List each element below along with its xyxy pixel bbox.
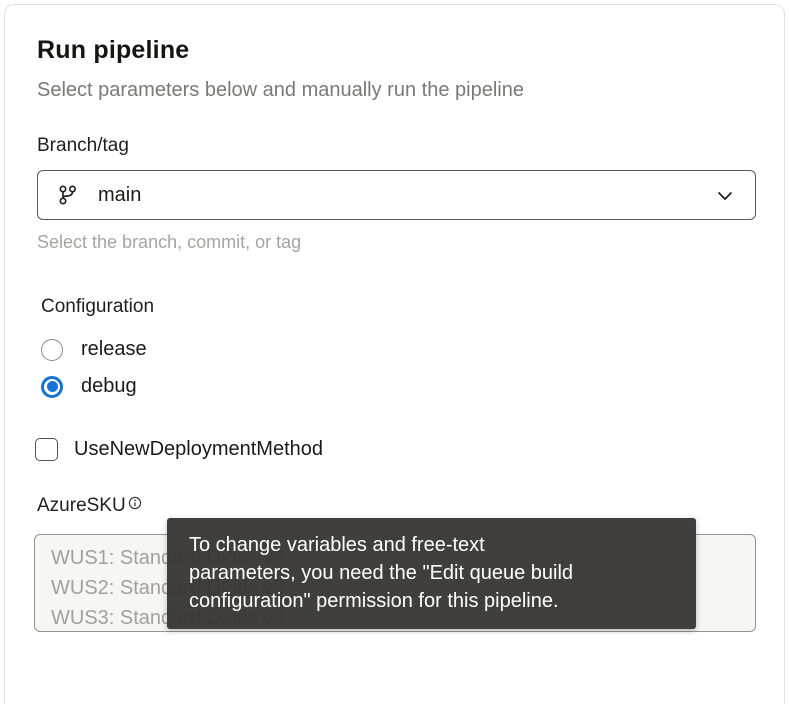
branch-tag-label: Branch/tag	[37, 135, 129, 156]
radio-debug[interactable]: debug	[41, 375, 754, 398]
git-branch-icon	[57, 184, 79, 206]
use-new-deployment-label: UseNewDeploymentMethod	[74, 438, 324, 460]
run-pipeline-panel: Run pipeline Select parameters below and…	[4, 4, 785, 704]
azure-sku-label-row: AzureSKU	[37, 494, 754, 518]
checkbox-icon	[35, 438, 58, 461]
use-new-deployment-checkbox[interactable]: UseNewDeploymentMethod	[35, 438, 754, 461]
configuration-label: Configuration	[41, 296, 155, 317]
radio-debug-label: debug	[81, 375, 137, 397]
tooltip-text-line: parameters, you need the "Edit queue bui…	[189, 562, 574, 584]
tooltip-text-line: To change variables and free-text	[189, 534, 485, 556]
radio-circle-icon	[41, 375, 63, 398]
radio-release-label: release	[81, 338, 147, 360]
chevron-down-icon	[713, 183, 737, 207]
azure-sku-label: AzureSKU	[37, 495, 126, 516]
branch-helper-text: Select the branch, commit, or tag	[37, 232, 302, 252]
tooltip-text-line: configuration" permission for this pipel…	[189, 590, 559, 612]
radio-release[interactable]: release	[41, 338, 754, 361]
branch-dropdown[interactable]: main	[37, 170, 756, 220]
branch-dropdown-value: main	[98, 183, 142, 206]
radio-circle-icon	[41, 338, 63, 361]
info-icon[interactable]	[128, 493, 142, 510]
page-title: Run pipeline	[37, 36, 190, 64]
permission-tooltip: To change variables and free-text parame…	[167, 518, 696, 629]
page-subtitle: Select parameters below and manually run…	[37, 79, 524, 101]
